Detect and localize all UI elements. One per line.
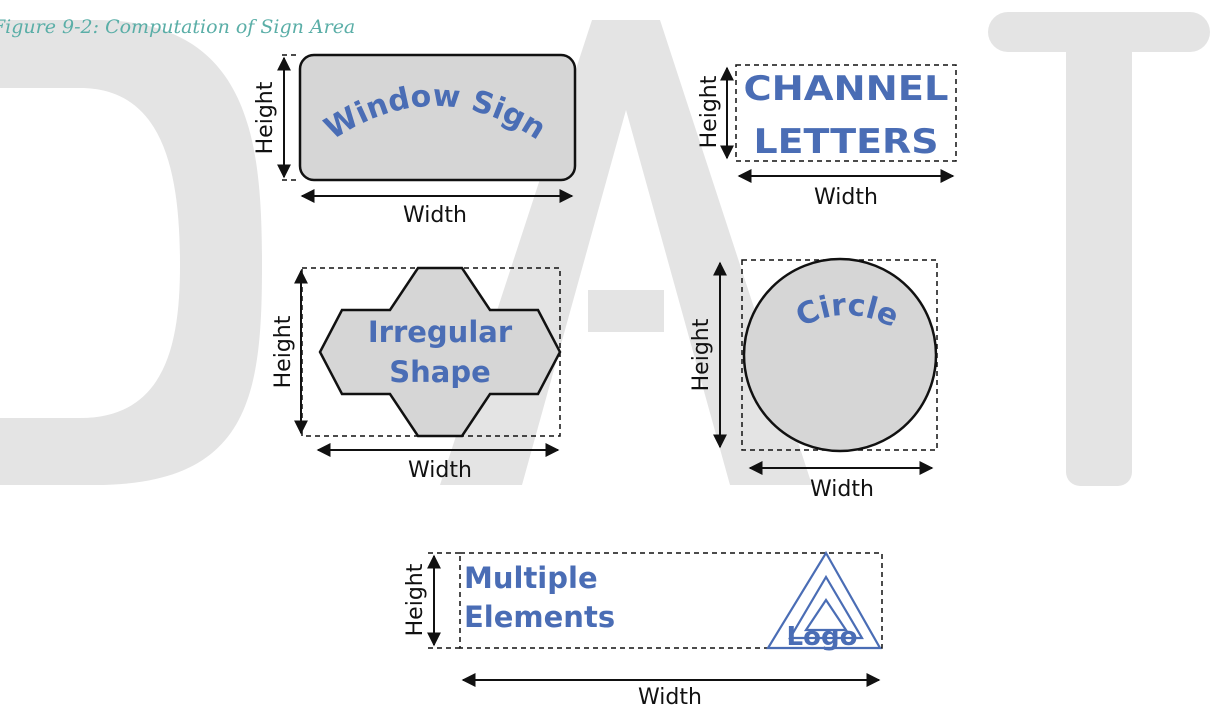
irregular-shape-line2: Shape	[389, 355, 491, 389]
irregular-shape	[318, 266, 562, 438]
logo-triangle-icon	[766, 550, 882, 650]
height-label: Height	[253, 81, 278, 154]
width-label: Width	[403, 203, 467, 228]
circle-shape	[742, 257, 938, 453]
height-label: Height	[689, 318, 714, 391]
multiple-elements-panel: Height Width Multiple Elements Logo	[403, 550, 883, 706]
width-label: Width	[810, 477, 874, 502]
width-label: Width	[638, 685, 702, 706]
window-sign-shape	[298, 53, 577, 182]
height-label: Height	[697, 75, 722, 148]
logo-text: Logo	[787, 622, 858, 652]
irregular-shape-panel: Height Width Irregular Shape	[271, 266, 562, 483]
circle-panel: Height Width Circle	[689, 257, 938, 502]
channel-letters-line2: LETTERS	[754, 122, 939, 162]
width-label: Width	[814, 185, 878, 210]
multiple-elements-line2: Elements	[464, 600, 615, 634]
draft-watermark	[0, 12, 1210, 486]
window-sign-panel: Height Width Window Sign	[253, 53, 577, 228]
height-label: Height	[403, 563, 428, 636]
figure-caption: Figure 9-2: Computation of Sign Area	[0, 16, 356, 38]
height-label: Height	[271, 315, 296, 388]
multiple-elements-line1: Multiple	[464, 561, 598, 595]
irregular-shape-line1: Irregular	[368, 315, 513, 349]
channel-letters-panel: Height Width CHANNEL LETTERS	[697, 64, 957, 210]
channel-letters-line1: CHANNEL	[744, 69, 949, 109]
width-label: Width	[408, 458, 472, 483]
